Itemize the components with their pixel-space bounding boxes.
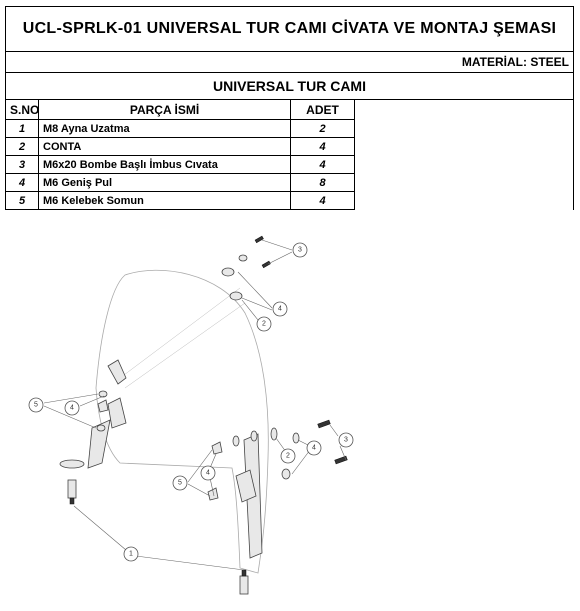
- product-subtitle: UNIVERSAL TUR CAMI: [5, 72, 574, 100]
- row-blank: [354, 155, 574, 174]
- mirror-extension-thread: [69, 497, 75, 505]
- callout-2-right: 2: [280, 448, 296, 464]
- header-table: UCL-SPRLK-01 UNIVERSAL TUR CAMI CİVATA V…: [5, 6, 574, 210]
- windshield-outline: [95, 269, 269, 574]
- header-name: PARÇA İSMİ: [38, 99, 291, 120]
- callout-label: 4: [312, 445, 316, 452]
- leader-line: [73, 505, 245, 571]
- right-bracket: [235, 469, 257, 503]
- row-qty: 4: [290, 137, 355, 156]
- mirror-extension: [239, 575, 249, 595]
- material-label: MATERİAL: STEEL: [5, 51, 574, 73]
- windshield-inner-edge: [119, 287, 241, 379]
- table-row: 1 M8 Ayna Uzatma 2: [5, 119, 574, 138]
- row-name: CONTA: [38, 137, 291, 156]
- left-bracket-plate: [87, 419, 111, 469]
- table-row: 2 CONTA 4: [5, 137, 574, 156]
- windshield-inner-edge: [124, 302, 246, 389]
- row-qty: 8: [290, 173, 355, 192]
- callout-label: 5: [34, 402, 38, 409]
- row-no: 2: [5, 137, 39, 156]
- left-washer: [98, 390, 108, 398]
- header-no: S.NO: [5, 99, 39, 120]
- table-row: 3 M6x20 Bombe Başlı İmbus Cıvata 4: [5, 155, 574, 174]
- top-bolt: [254, 235, 264, 244]
- wing-nut: [207, 487, 219, 501]
- row-name: M6x20 Bombe Başlı İmbus Cıvata: [38, 155, 291, 174]
- callout-5-left: 5: [28, 397, 44, 413]
- row-no: 3: [5, 155, 39, 174]
- document-title: UCL-SPRLK-01 UNIVERSAL TUR CAMI CİVATA V…: [5, 6, 574, 52]
- left-bracket: [107, 397, 127, 429]
- table-row: 4 M6 Geniş Pul 8: [5, 173, 574, 192]
- row-blank: [354, 191, 574, 210]
- leader-line: [329, 424, 347, 461]
- callout-5-center: 5: [172, 475, 188, 491]
- right-bolt: [317, 419, 331, 429]
- row-qty: 4: [290, 155, 355, 174]
- left-bracket: [107, 359, 127, 385]
- leader-line: [187, 449, 213, 497]
- top-washer: [238, 254, 248, 262]
- leader-line: [43, 393, 99, 429]
- callout-2-top: 2: [256, 316, 272, 332]
- callout-label: 1: [129, 551, 133, 558]
- leader-line: [261, 239, 293, 265]
- left-base-plate: [59, 459, 85, 469]
- top-washer: [221, 267, 235, 277]
- assembly-sheet: UCL-SPRLK-01 UNIVERSAL TUR CAMI CİVATA V…: [5, 6, 574, 210]
- mirror-extension-thread: [241, 569, 247, 577]
- callout-4-center: 4: [200, 465, 216, 481]
- right-washer: [270, 427, 278, 441]
- top-washer: [229, 291, 243, 301]
- callout-3-top: 3: [292, 242, 308, 258]
- right-washer: [281, 468, 291, 480]
- wing-nut: [211, 441, 223, 455]
- right-washer: [232, 435, 240, 447]
- callout-1: 1: [123, 546, 139, 562]
- parts-table-header: S.NO PARÇA İSMİ ADET: [5, 99, 574, 120]
- row-name: M8 Ayna Uzatma: [38, 119, 291, 138]
- callout-label: 4: [206, 470, 210, 477]
- row-qty: 2: [290, 119, 355, 138]
- callout-3-right: 3: [338, 432, 354, 448]
- callout-label: 2: [286, 453, 290, 460]
- row-name: M6 Geniş Pul: [38, 173, 291, 192]
- leader-line: [241, 299, 259, 321]
- leader-line: [79, 395, 105, 407]
- callout-4-left: 4: [64, 400, 80, 416]
- row-qty: 4: [290, 191, 355, 210]
- left-washer: [96, 424, 106, 432]
- exploded-assembly-drawing: 3 4 2 5 4 3 4 2 4 5 1: [28, 235, 354, 595]
- leader-line: [237, 271, 273, 311]
- row-blank: [354, 119, 574, 138]
- callout-4-top: 4: [272, 301, 288, 317]
- callout-label: 3: [344, 437, 348, 444]
- callout-label: 2: [262, 321, 266, 328]
- row-no: 1: [5, 119, 39, 138]
- callout-label: 5: [178, 480, 182, 487]
- leader-line: [209, 453, 217, 497]
- callout-label: 4: [70, 405, 74, 412]
- right-washer: [292, 432, 300, 444]
- right-bolt: [334, 455, 348, 465]
- header-qty: ADET: [290, 99, 355, 120]
- wing-nut: [97, 399, 109, 413]
- table-row: 5 M6 Kelebek Somun 4: [5, 191, 574, 210]
- callout-label: 4: [278, 306, 282, 313]
- row-blank: [354, 173, 574, 192]
- top-bolt: [261, 260, 271, 269]
- row-no: 4: [5, 173, 39, 192]
- header-blank: [354, 99, 574, 120]
- callout-label: 3: [298, 247, 302, 254]
- callout-4-right: 4: [306, 440, 322, 456]
- row-blank: [354, 137, 574, 156]
- right-washer: [250, 430, 258, 442]
- row-no: 5: [5, 191, 39, 210]
- mirror-extension: [67, 479, 77, 499]
- row-name: M6 Kelebek Somun: [38, 191, 291, 210]
